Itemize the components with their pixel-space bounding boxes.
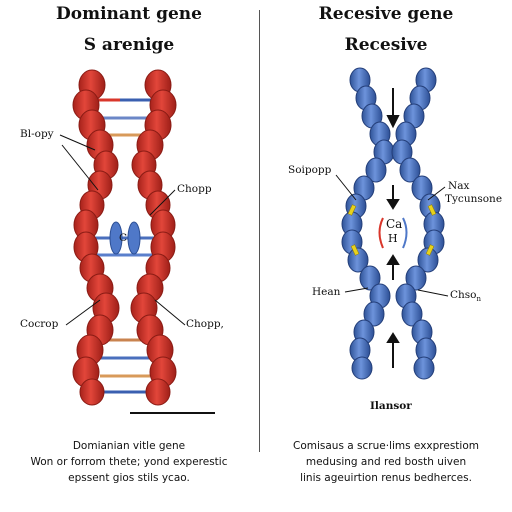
centromere: [378, 217, 408, 249]
label-chopp-mid: Chopp: [177, 183, 212, 195]
label-chopp-bottom: Chopp,: [186, 318, 224, 330]
label-bl-opy: Bl-opy: [20, 128, 54, 140]
left-caption-line-3: epssent gios stils ycao.: [68, 472, 190, 484]
left-subtitle: S arenige: [83, 35, 175, 55]
leader-lines: [59, 134, 186, 326]
recessive-chromosome: [335, 67, 449, 380]
label-hean: Hean: [312, 286, 341, 298]
label-h: H: [388, 232, 398, 245]
label-tycunsone: Tycunsone: [445, 193, 503, 205]
right-caption: Comisaus a scrue·lims exxprestiom medusi…: [260, 438, 512, 486]
label-soipopp: Soipopp: [288, 164, 332, 176]
right-caption-line-2: medusing and red bosth uiven: [305, 456, 467, 468]
label-nax: Nax: [448, 180, 470, 192]
allele-markers: [347, 204, 437, 256]
leader-lines: [335, 174, 449, 297]
label-cocrop: Cocrop: [20, 318, 59, 330]
direction-arrows: [386, 88, 400, 368]
centromere: [109, 221, 141, 255]
label-ilansor: Ilansor: [370, 400, 412, 412]
right-title: Recesive gene: [318, 4, 454, 24]
right-caption-line-1: Comisaus a scrue·lims exxprestiom: [293, 440, 479, 452]
label-chso: Chson: [450, 289, 482, 304]
label-centromere-c: C: [119, 232, 128, 244]
right-caption-line-3: linis ageuirtion renus bedherces.: [300, 472, 472, 484]
right-subtitle: Recesive: [344, 35, 428, 55]
left-caption-line-2: Won or forrom thete; yond experestic: [30, 456, 228, 468]
dominant-chromosome: [59, 69, 215, 414]
left-caption-line-1: Domianian vitle gene: [72, 440, 186, 452]
label-ca: Ca: [386, 217, 403, 231]
left-title: Dominant gene: [56, 4, 202, 24]
left-caption: Domianian vitle gene Won or forrom thete…: [0, 438, 258, 486]
center-divider: [259, 10, 260, 452]
